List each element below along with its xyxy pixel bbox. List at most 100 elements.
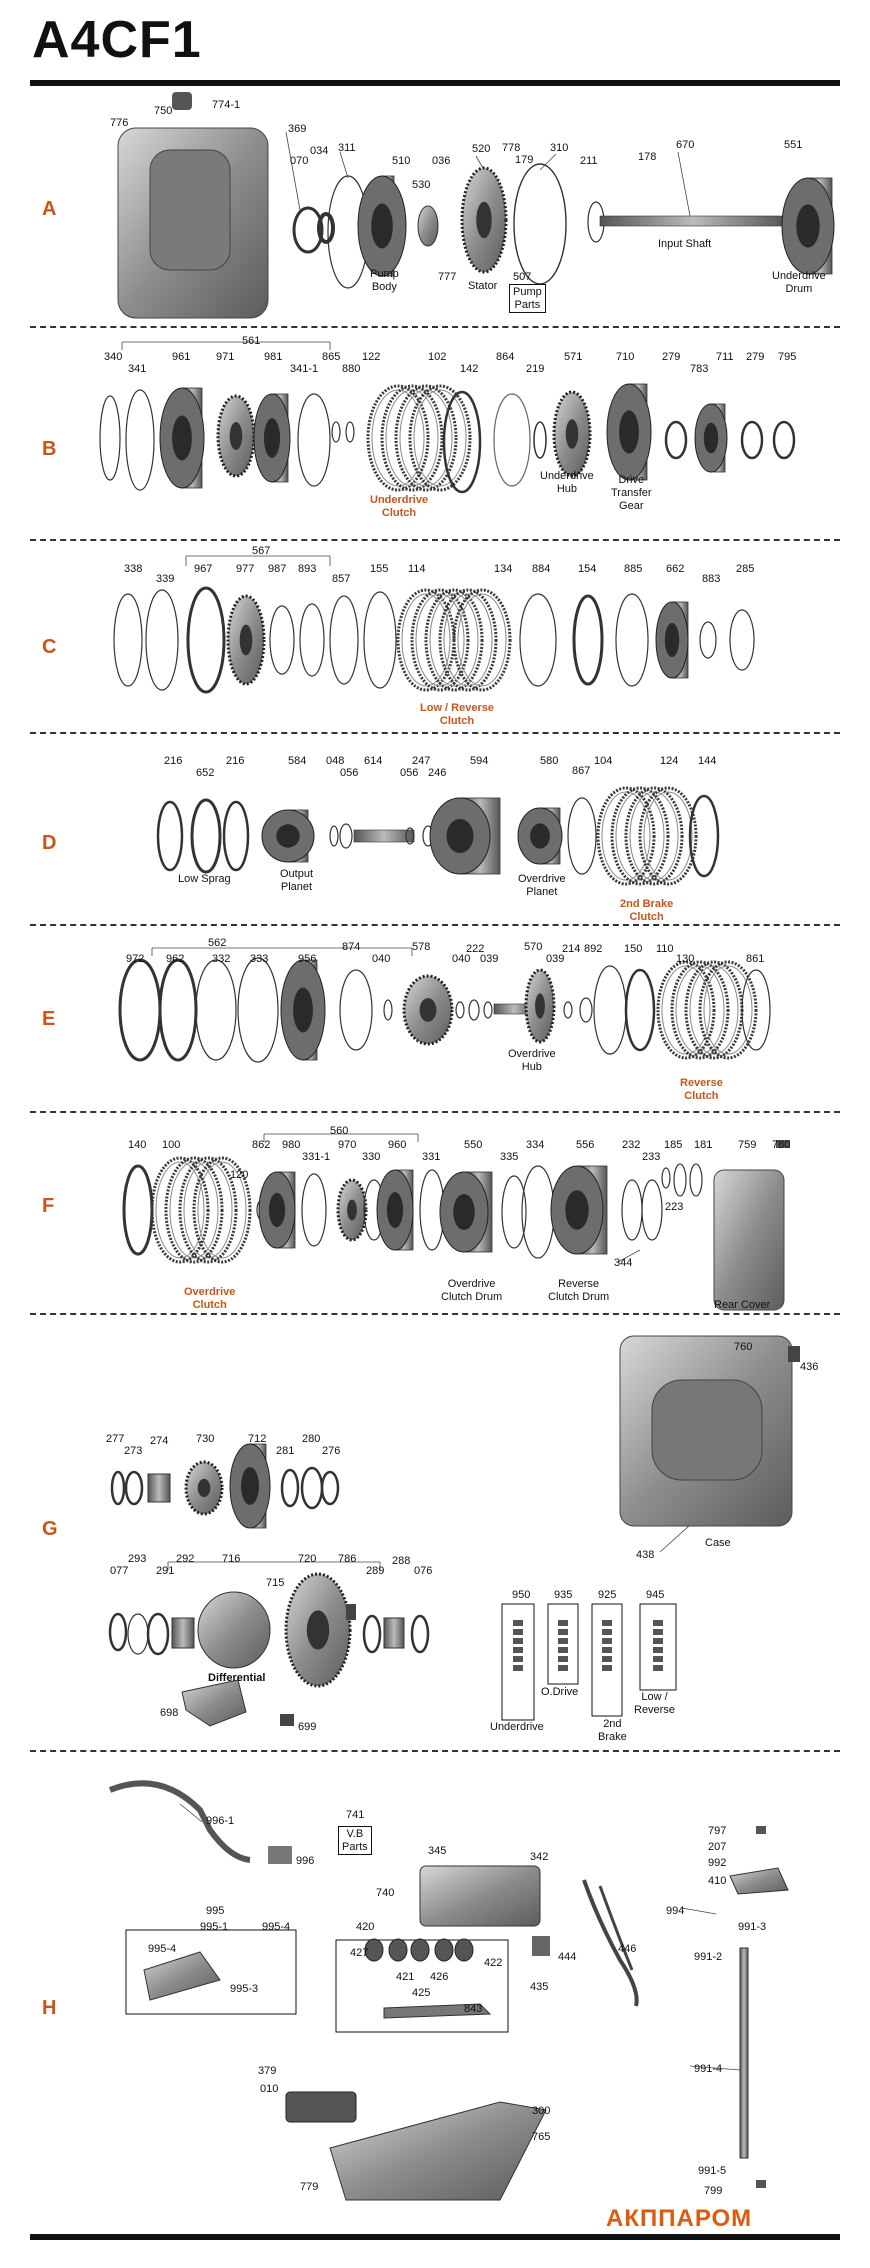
part-number-label: 991-5 xyxy=(698,2165,727,2177)
part-number-label: 652 xyxy=(196,767,215,779)
snap-ring xyxy=(339,823,353,849)
part-number-label: 216 xyxy=(164,755,183,767)
snap-ring xyxy=(292,206,324,254)
part-number-label: 310 xyxy=(550,142,569,154)
drum-hub xyxy=(371,203,393,249)
wire-harness xyxy=(598,1885,634,1971)
part-number-label: 124 xyxy=(660,755,679,767)
valve-spring xyxy=(602,1656,612,1662)
caption-drive-transfer-gear: Drive Transfer Gear xyxy=(611,474,652,513)
part-number-label: 720 xyxy=(298,1553,317,1565)
part-number-label: 699 xyxy=(298,1721,317,1733)
part-number-label: 578 xyxy=(412,941,431,953)
input-shaft xyxy=(599,215,787,227)
part-number-label: 867 xyxy=(572,765,591,777)
part-number-label: 122 xyxy=(362,351,381,363)
part-number-label: 962 xyxy=(166,953,185,965)
snap-ring xyxy=(317,212,335,244)
drum-hub xyxy=(268,1192,286,1228)
section-divider xyxy=(30,326,840,328)
snap-ring xyxy=(363,591,397,689)
snap-ring xyxy=(740,420,764,460)
part-number-label: 715 xyxy=(266,1577,285,1589)
part-number-label: 056 xyxy=(340,767,359,779)
valve-body xyxy=(419,1865,541,1927)
part-number-label: 232 xyxy=(622,1139,641,1151)
valve-spring xyxy=(558,1656,568,1662)
snap-ring xyxy=(320,1470,340,1506)
clutch-plate xyxy=(438,588,498,692)
part-number-label: 562 xyxy=(208,937,227,949)
section-divider xyxy=(30,1313,840,1315)
snap-ring xyxy=(689,1163,703,1197)
part-number-label: 293 xyxy=(128,1553,147,1565)
part-number-label: 010 xyxy=(260,2083,279,2095)
clutch-plate-inner xyxy=(615,791,665,881)
part-number-label: 342 xyxy=(530,1851,549,1863)
part-number-label: 730 xyxy=(196,1433,215,1445)
part-number-label: 795 xyxy=(778,351,797,363)
sensor xyxy=(532,1936,550,1956)
caption-underdrive-clutch: Underdrive Clutch xyxy=(370,494,429,520)
part-number-label: 338 xyxy=(124,563,143,575)
part-number-label: 778 xyxy=(502,142,521,154)
part-number-label: 987 xyxy=(268,563,287,575)
snap-ring xyxy=(301,1173,327,1247)
part-number-label: 334 xyxy=(526,1139,545,1151)
drum-hub xyxy=(276,824,300,848)
caption-low-reverse: Low / Reverse xyxy=(634,1691,675,1717)
part-number-label: 571 xyxy=(564,351,583,363)
caption-case: Case xyxy=(705,1537,731,1549)
clutch-plate xyxy=(380,384,444,492)
bearing xyxy=(383,1617,405,1649)
part-number-label: 584 xyxy=(288,755,307,767)
part-number-label: 711 xyxy=(716,351,734,363)
clutch-plate-inner xyxy=(183,1161,233,1259)
snap-ring xyxy=(673,1163,687,1197)
valve-spring xyxy=(513,1620,523,1626)
part-number-label: 185 xyxy=(664,1139,683,1151)
bushing xyxy=(417,205,439,247)
part-number-label: 925 xyxy=(598,1589,617,1601)
part-number-label: 741 xyxy=(346,1809,365,1821)
part-number-label: 971 xyxy=(216,351,235,363)
part-number-label: 444 xyxy=(558,1951,577,1963)
snap-ring xyxy=(124,1470,144,1506)
gear-bore xyxy=(419,998,437,1022)
gear-bore xyxy=(476,201,492,239)
snap-ring xyxy=(624,968,656,1052)
part-number-label: 507 xyxy=(513,271,532,283)
part-number-label: 864 xyxy=(496,351,515,363)
snap-ring xyxy=(641,1179,663,1241)
part-number-label: 330 xyxy=(362,1151,381,1163)
caption-vb-parts: V.B Parts xyxy=(338,1826,372,1856)
clutch-plate xyxy=(410,588,470,692)
valve-spring xyxy=(513,1647,523,1653)
spring-box xyxy=(639,1603,677,1691)
part-number-label: 331 xyxy=(422,1151,441,1163)
clutch-plate xyxy=(452,588,512,692)
drum-hub xyxy=(530,823,550,849)
gear-bore xyxy=(306,1610,330,1650)
part-number-label: 181 xyxy=(694,1139,713,1151)
snap-ring xyxy=(299,603,325,677)
snap-ring xyxy=(146,1612,170,1656)
bearing xyxy=(171,1617,195,1649)
part-number-label: 774-1 xyxy=(212,99,241,111)
part-number-label: 344 xyxy=(614,1257,633,1269)
snap-ring xyxy=(300,1466,324,1510)
solenoid-valve xyxy=(434,1938,454,1962)
section-label-c: C xyxy=(42,636,57,658)
part-number-label: 698 xyxy=(160,1707,179,1719)
valve-spring xyxy=(513,1656,523,1662)
part-number-label: 580 xyxy=(540,755,559,767)
part-number-label: 102 xyxy=(428,351,447,363)
gear-bore xyxy=(347,1199,357,1221)
snap-ring xyxy=(579,997,593,1023)
spring-box xyxy=(591,1603,623,1717)
clutch-plate-inner xyxy=(689,965,739,1055)
caption-pump-body: Pump Body xyxy=(370,268,399,294)
spring-box xyxy=(501,1603,535,1721)
bolt xyxy=(346,1604,356,1620)
snap-ring xyxy=(280,1468,300,1508)
